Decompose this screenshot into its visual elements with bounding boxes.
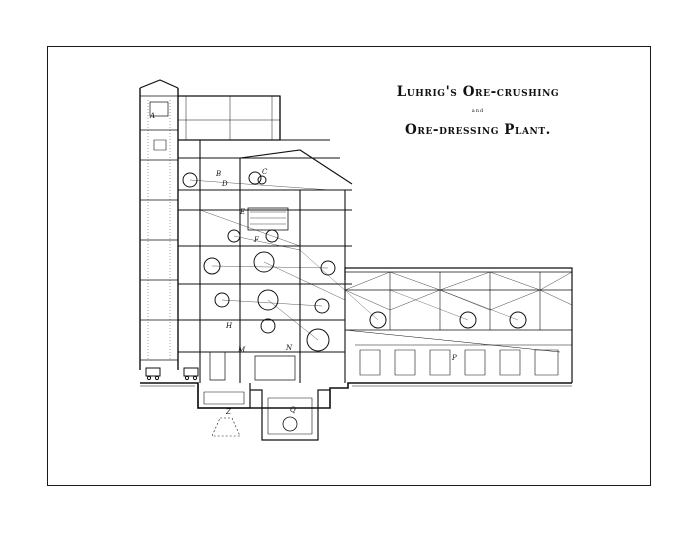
label-z: Z: [225, 408, 231, 416]
label-b: B: [215, 170, 221, 178]
label-d: D: [221, 180, 228, 188]
label-h: H: [225, 322, 233, 330]
title-block: Luhrig's Ore-crushing and Ore-dressing P…: [360, 84, 596, 138]
label-m: M: [237, 346, 246, 354]
label-c: C: [262, 168, 268, 176]
foundation-pit: [197, 383, 330, 441]
label-f: F: [253, 236, 260, 244]
plate-border: [47, 46, 651, 486]
title-line-2: Ore-dressing Plant.: [405, 122, 551, 138]
reference-letters: A B C D E F H M N P Q Z: [149, 112, 457, 416]
label-q: Q: [290, 406, 296, 414]
title-line-1: Luhrig's Ore-crushing: [396, 84, 560, 100]
label-a: A: [149, 112, 155, 120]
main-building: [178, 95, 353, 383]
label-p: P: [451, 354, 457, 362]
ore-cars: [145, 367, 199, 381]
dressing-shed: [299, 249, 573, 383]
label-n: N: [285, 344, 293, 352]
title-conjunction: and: [471, 108, 485, 114]
label-e: E: [239, 208, 245, 216]
machinery: [182, 171, 346, 381]
hoist-tower: [139, 79, 179, 370]
